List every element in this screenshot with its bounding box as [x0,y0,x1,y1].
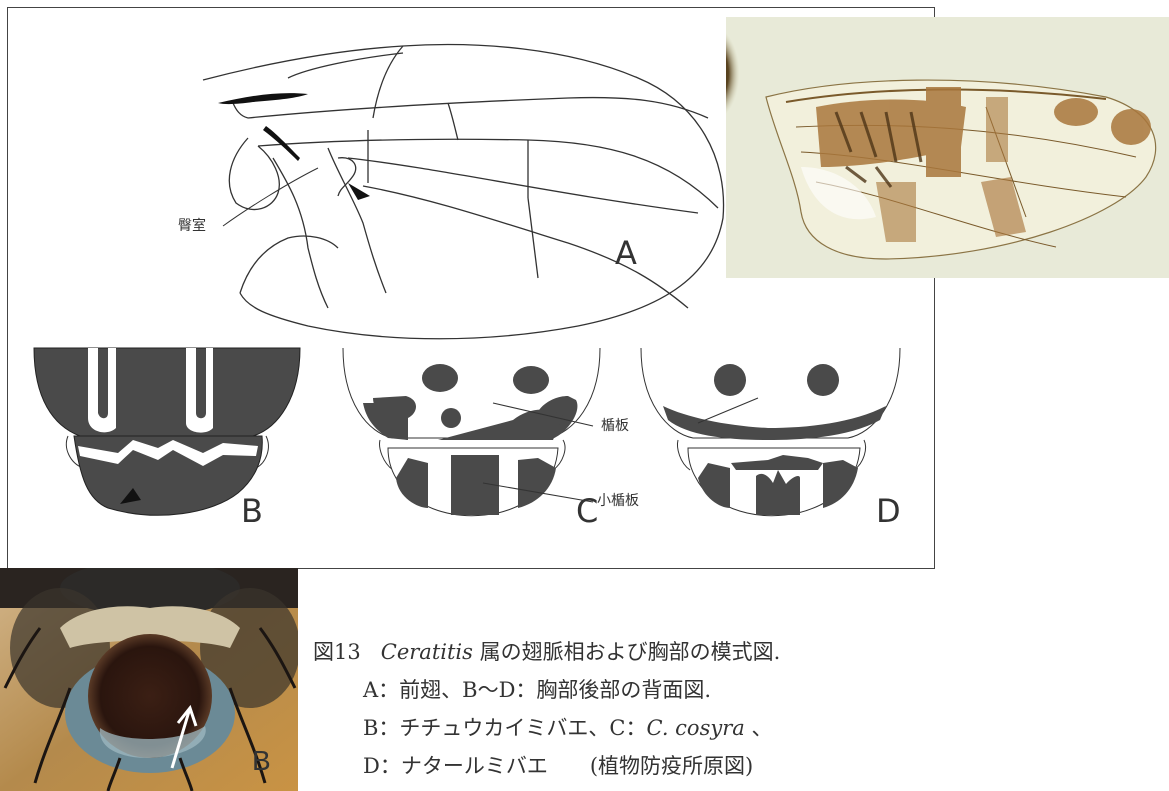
photo-panel-label-b: B [252,745,271,777]
figure-caption: 図13 Ceratitis 属の翅脈相および胸部の模式図. A：前翅、B～D：胸… [313,633,1163,785]
species-name: C. cosyra [647,716,745,740]
scutellum-label: 小楯板 [597,493,639,509]
scutum-label: 楯板 [601,418,629,434]
caption-line-1-text: 属の翅脈相および胸部の模式図. [473,640,780,664]
caption-line-3-prefix: B：チチュウカイミバエ、C： [363,716,647,740]
genus-name: Ceratitis [381,640,473,664]
panel-label-b: B [241,492,263,530]
thorax-b: B [34,348,300,530]
wing-photo [726,17,1169,278]
caption-line-4: D：ナタールミバエ (植物防疫所原図) [313,747,1163,785]
wing-drawing [203,45,724,339]
thorax-d: D [641,348,901,530]
panel-label-c: C [576,492,598,530]
figure-number: 図13 [313,640,361,664]
panel-label-a: A [615,234,637,272]
anal-cell-label: 臀室 [178,217,206,234]
caption-line-1: 図13 Ceratitis 属の翅脈相および胸部の模式図. [313,633,1163,671]
caption-line-3: B：チチュウカイミバエ、C：C. cosyra 、 [313,709,1163,747]
thorax-c: C [343,348,600,530]
panel-label-d: D [876,492,901,530]
caption-line-3-suffix: 、 [745,716,773,740]
caption-line-2: A：前翅、B～D：胸部後部の背面図. [313,671,1163,709]
costal-dark-segment [218,93,308,104]
